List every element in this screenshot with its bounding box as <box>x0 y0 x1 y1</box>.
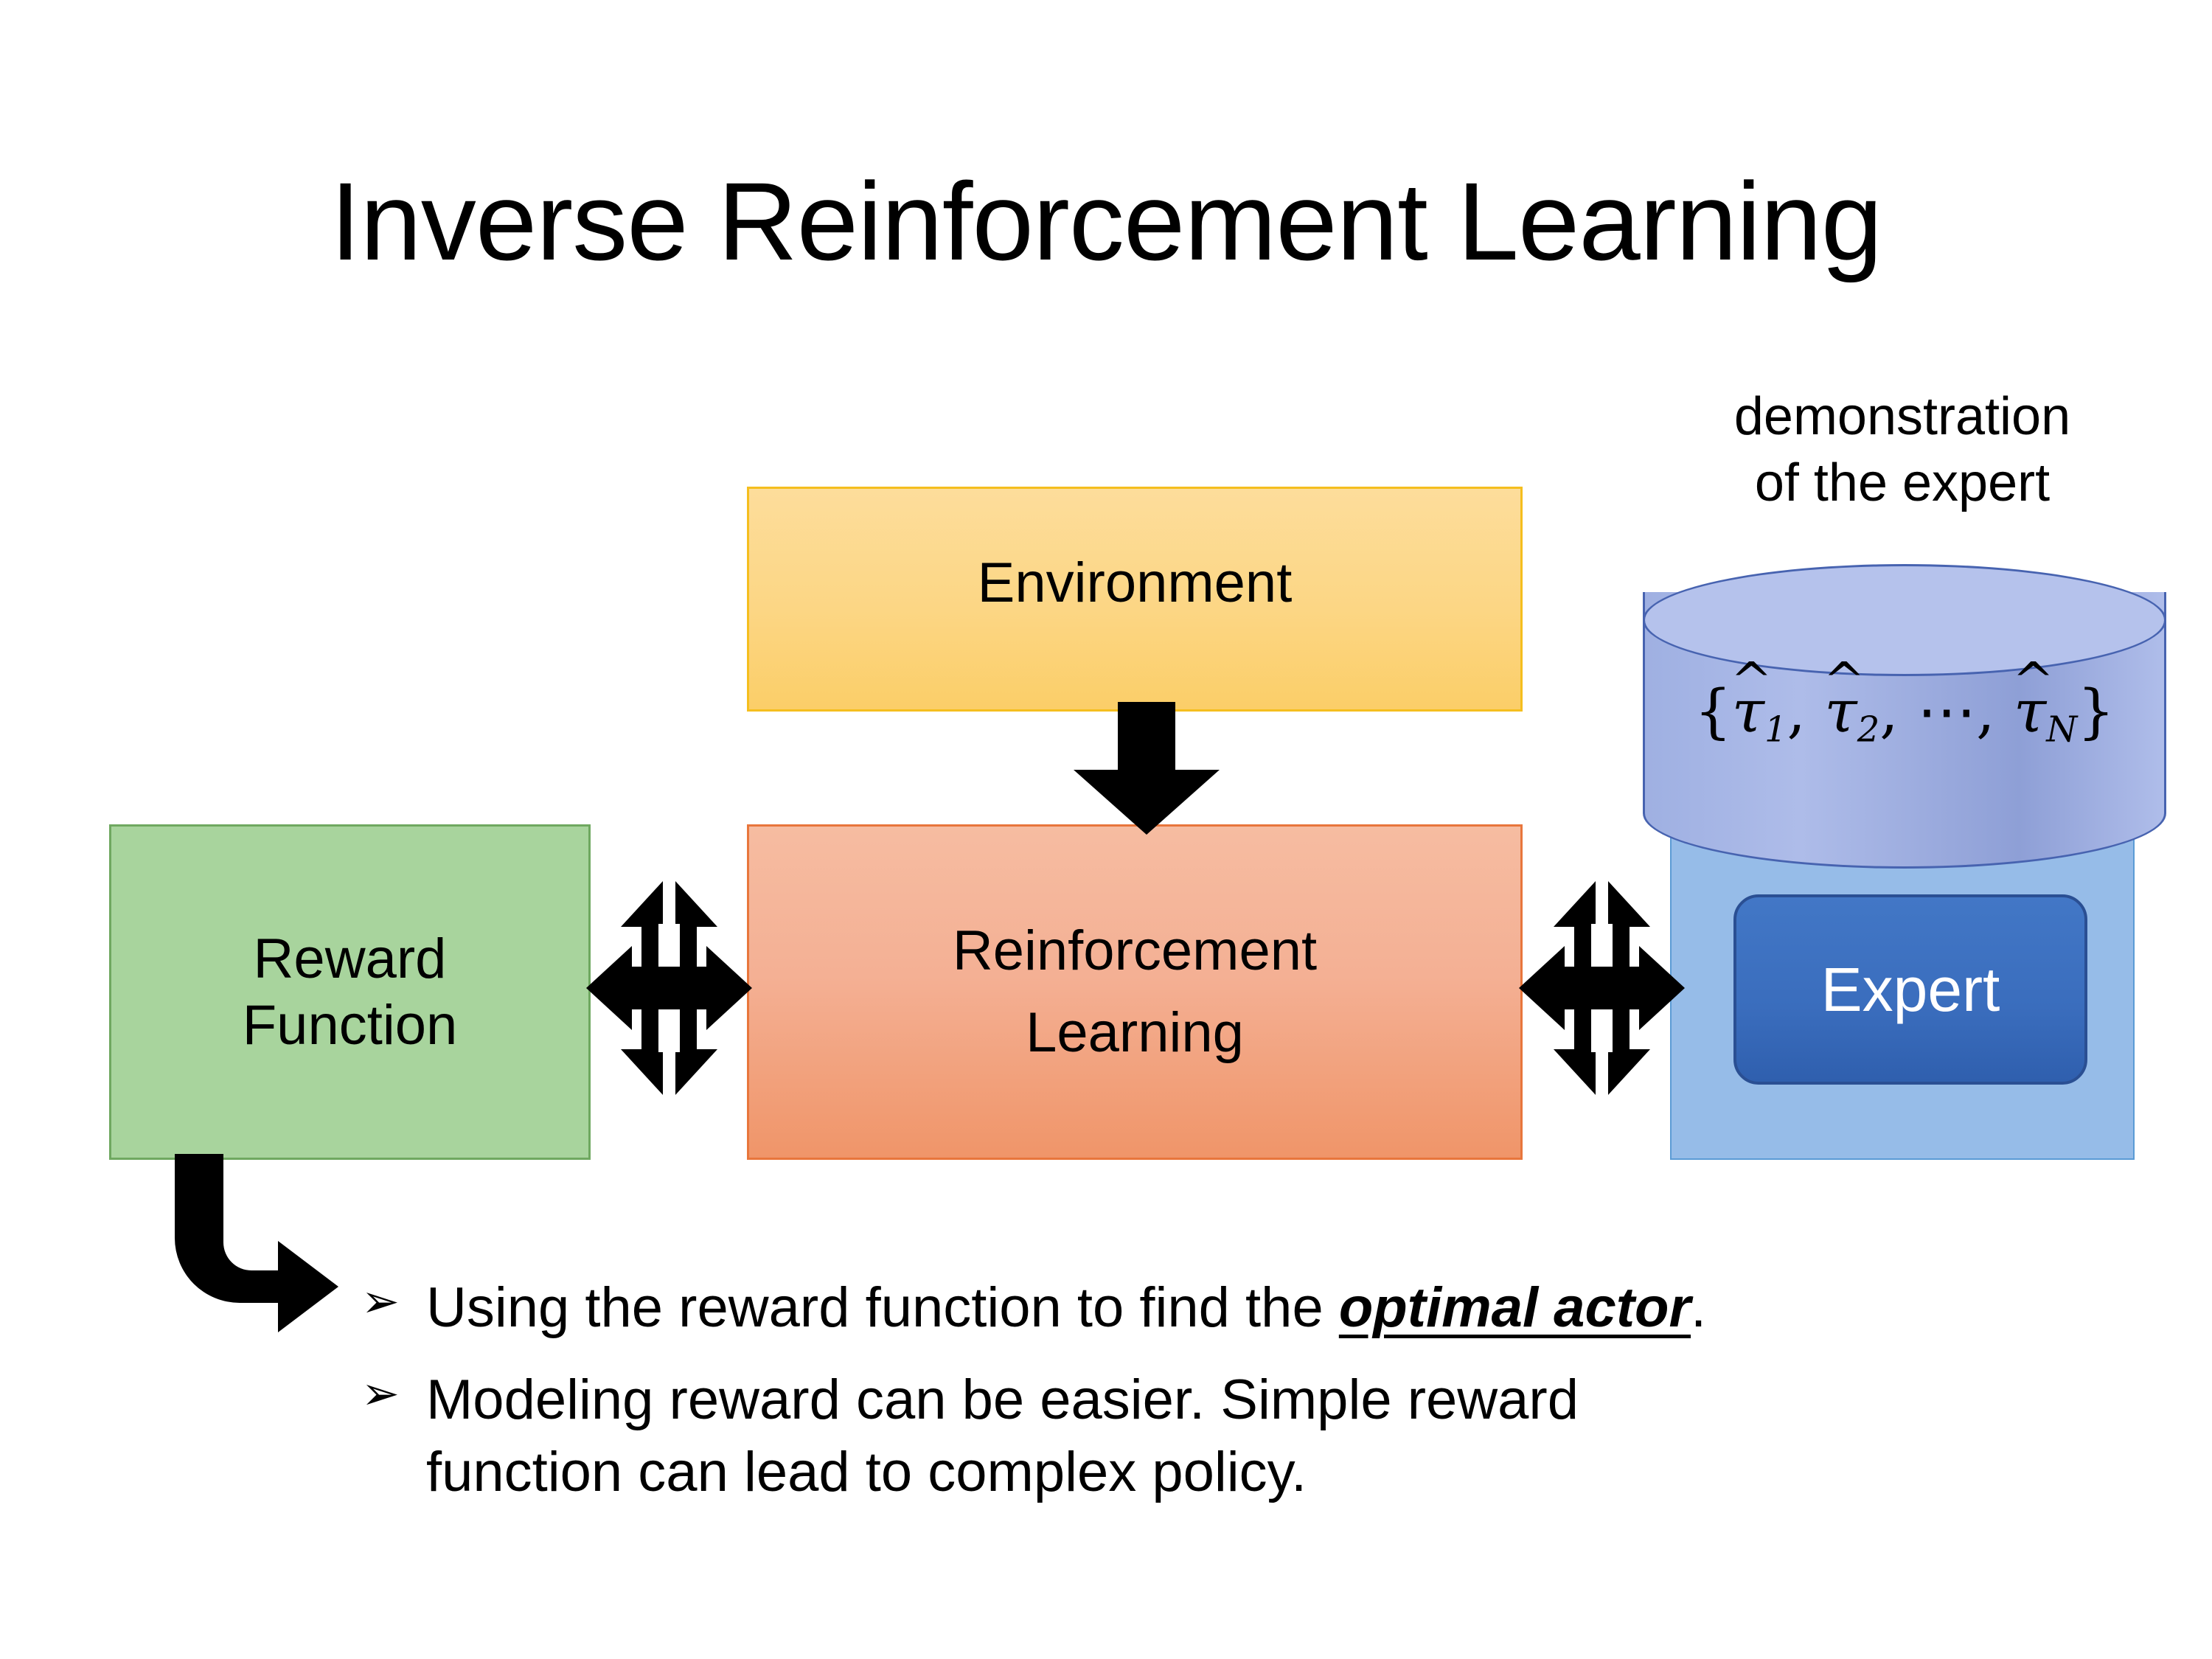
expert-box: Expert <box>1733 894 2087 1085</box>
bullet-item-2: ➢ Modeling reward can be easier. Simple … <box>361 1364 2146 1508</box>
formula-tau-2: ^τ <box>1823 657 1865 741</box>
formula-hat-1: ^ <box>1730 653 1773 711</box>
reward-function-box: Reward Function <box>109 824 591 1160</box>
expert-label: Expert <box>1820 955 2000 1024</box>
demonstration-caption-line1: demonstration <box>1733 387 2071 446</box>
demonstration-caption: demonstration of the expert <box>1622 383 2183 516</box>
formula-tau-2-subscript: 2 <box>1857 709 1880 751</box>
bullet-1-text-before: Using the reward function to find the <box>426 1276 1339 1339</box>
formula-comma-3: , <box>1976 677 1995 745</box>
formula-tau-n: ^τ <box>2012 657 2054 741</box>
formula-comma-2: , <box>1879 677 1899 745</box>
bullet-list: ➢ Using the reward function to find the … <box>361 1272 2146 1528</box>
down-arrow-icon <box>1074 702 1220 835</box>
bullet-item-1: ➢ Using the reward function to find the … <box>361 1272 2146 1343</box>
page-title: Inverse Reinforcement Learning <box>330 159 1883 283</box>
formula-tau-1: ^τ <box>1731 657 1773 741</box>
reward-function-label-line2: Function <box>242 993 458 1057</box>
formula-tau-n-subscript: N <box>2046 709 2078 751</box>
formula-open-brace: { <box>1694 677 1732 745</box>
formula-tau-1-symbol: τ <box>1731 677 1764 745</box>
demonstration-caption-line2: of the expert <box>1754 453 2051 512</box>
bullet-text-1: Using the reward function to find the op… <box>426 1272 2146 1343</box>
bullet-1-text-after: . <box>1691 1276 1707 1339</box>
formula-tau-n-symbol: τ <box>2013 677 2047 745</box>
bullet-2-line2: function can lead to complex policy. <box>426 1440 1307 1503</box>
formula-ellipsis: ⋯ <box>1917 677 1977 745</box>
demonstration-cylinder-icon: {^τ1, ^τ2, ⋯, ^τN} <box>1643 564 2166 869</box>
reinforcement-learning-label-line1: Reinforcement <box>952 919 1318 983</box>
bent-elbow-arrow-icon <box>175 1154 338 1332</box>
formula-tau-2-symbol: τ <box>1824 677 1857 745</box>
bullet-arrow-icon-1: ➢ <box>361 1274 400 1328</box>
environment-label: Environment <box>977 552 1293 614</box>
formula-hat-n: ^ <box>2012 653 2055 711</box>
formula-comma-1: , <box>1787 677 1806 745</box>
formula-tau-1-subscript: 1 <box>1764 709 1787 751</box>
formula-hat-2: ^ <box>1823 653 1865 711</box>
environment-box: Environment <box>747 487 1523 712</box>
cylinder-top-ellipse <box>1643 564 2166 676</box>
trajectory-set-formula: {^τ1, ^τ2, ⋯, ^τN} <box>1643 657 2166 751</box>
four-way-arrow-icon-right <box>1519 881 1685 1095</box>
four-way-arrow-icon-left <box>586 881 752 1095</box>
reinforcement-learning-label-line2: Learning <box>1026 1001 1244 1064</box>
bullet-text-2: Modeling reward can be easier. Simple re… <box>426 1364 2146 1508</box>
reward-function-label-line1: Reward <box>253 927 447 990</box>
bullet-arrow-icon-2: ➢ <box>361 1366 400 1421</box>
formula-close-brace: } <box>2077 677 2115 745</box>
reinforcement-learning-box: Reinforcement Learning <box>747 824 1523 1160</box>
bullet-2-text-before: Modeling reward can be easier. Simple re… <box>426 1368 1579 1432</box>
bullet-1-emphasis: optimal actor <box>1338 1276 1691 1339</box>
